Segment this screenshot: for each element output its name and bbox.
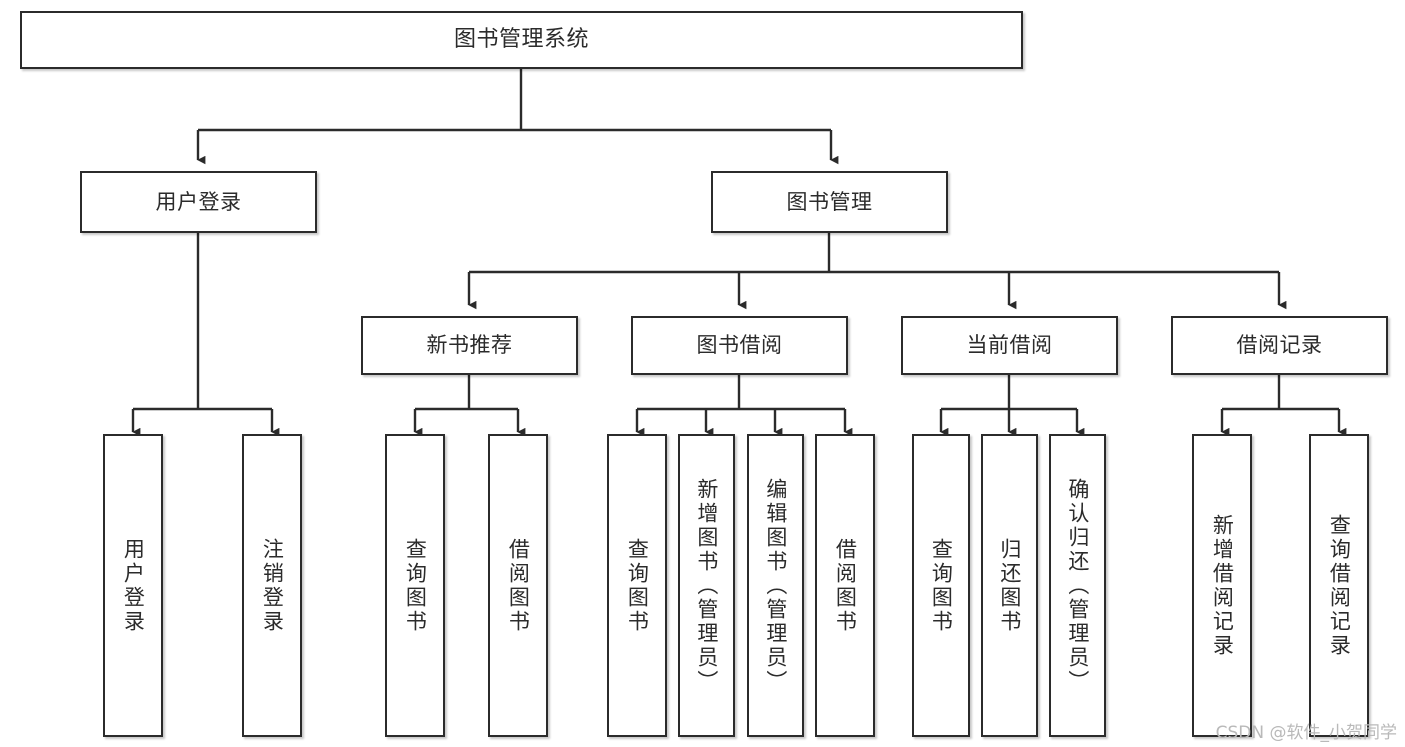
node-user-login[interactable]: 用户登录 [80,171,317,233]
node-leaf-query-book-3[interactable]: 查询图书 [912,434,970,737]
node-leaf-user-logout[interactable]: 注销登录 [242,434,302,737]
node-leaf-confirm-return-label: 确认归还（管理员） [1065,477,1090,694]
node-book-borrow[interactable]: 图书借阅 [631,316,848,375]
node-leaf-add-record[interactable]: 新增借阅记录 [1192,434,1252,737]
node-current-borrow-label: 当前借阅 [966,333,1053,358]
node-leaf-borrow-book-2[interactable]: 借阅图书 [815,434,875,737]
node-borrow-record[interactable]: 借阅记录 [1171,316,1388,375]
node-borrow-record-label: 借阅记录 [1236,333,1323,358]
node-leaf-query-book-3-label: 查询图书 [929,537,954,634]
node-leaf-query-book-2-label: 查询图书 [625,537,650,634]
node-leaf-add-book-label: 新增图书（管理员） [694,477,719,694]
node-user-login-label: 用户登录 [155,189,242,214]
node-leaf-query-book-1-label: 查询图书 [403,537,428,634]
node-leaf-query-book-2[interactable]: 查询图书 [607,434,667,737]
node-leaf-edit-book[interactable]: 编辑图书（管理员） [747,434,804,737]
node-leaf-user-login-label: 用户登录 [121,537,146,634]
node-book-manage[interactable]: 图书管理 [711,171,948,233]
node-leaf-borrow-book-2-label: 借阅图书 [833,537,858,634]
node-leaf-borrow-book-1-label: 借阅图书 [506,537,531,634]
node-leaf-query-record-label: 查询借阅记录 [1327,513,1352,658]
node-new-book-recommend[interactable]: 新书推荐 [361,316,578,375]
node-new-book-recommend-label: 新书推荐 [426,333,513,358]
node-root-label: 图书管理系统 [453,27,589,53]
node-leaf-return-book-label: 归还图书 [997,537,1022,634]
node-book-manage-label: 图书管理 [786,189,873,214]
node-leaf-edit-book-label: 编辑图书（管理员） [763,477,788,694]
node-leaf-user-login[interactable]: 用户登录 [103,434,163,737]
node-leaf-add-record-label: 新增借阅记录 [1210,513,1235,658]
node-book-borrow-label: 图书借阅 [696,333,783,358]
node-leaf-confirm-return[interactable]: 确认归还（管理员） [1049,434,1106,737]
node-leaf-user-logout-label: 注销登录 [260,537,285,634]
node-leaf-query-record[interactable]: 查询借阅记录 [1309,434,1369,737]
node-leaf-borrow-book-1[interactable]: 借阅图书 [488,434,548,737]
node-leaf-query-book-1[interactable]: 查询图书 [385,434,445,737]
node-leaf-return-book[interactable]: 归还图书 [981,434,1038,737]
csdn-watermark: CSDN @软件_小贺同学 [1215,723,1397,743]
node-leaf-add-book[interactable]: 新增图书（管理员） [678,434,735,737]
node-current-borrow[interactable]: 当前借阅 [901,316,1118,375]
node-root[interactable]: 图书管理系统 [20,11,1023,69]
